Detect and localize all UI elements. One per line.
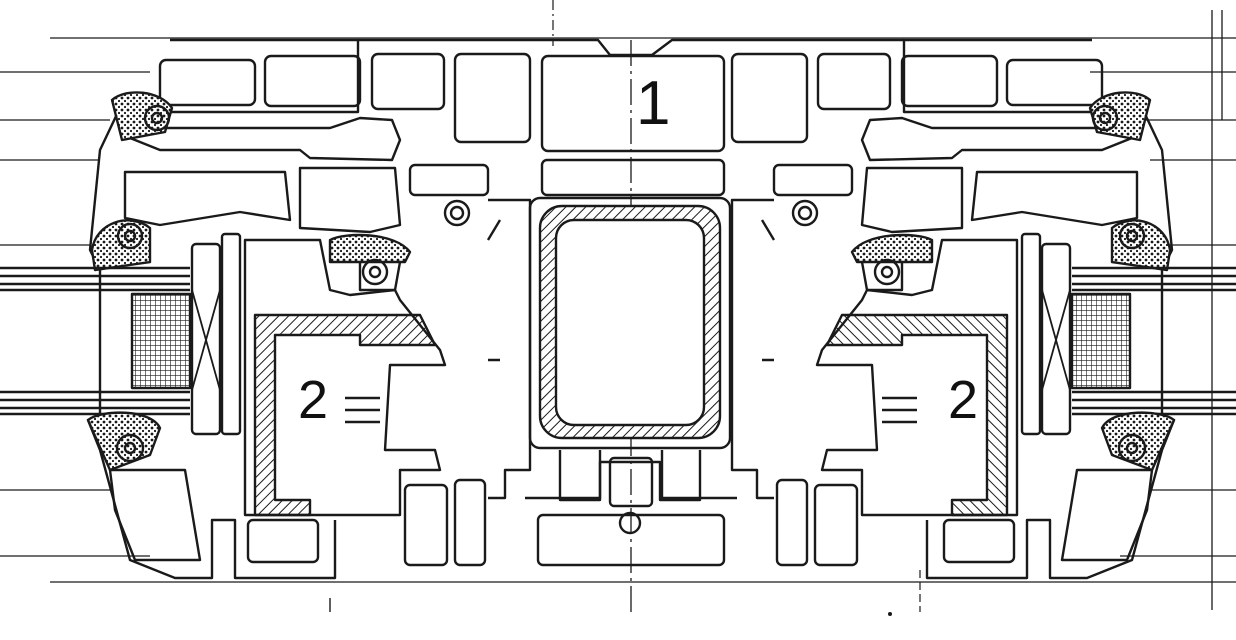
mullion-screw-port	[618, 511, 642, 535]
central-mullion	[358, 38, 904, 567]
construction-lines	[0, 10, 1236, 610]
left-sash-profile	[0, 38, 602, 580]
callout-2-right: 2	[948, 370, 978, 430]
callout-2-left: 2	[298, 370, 328, 430]
mullion-top-chamber	[540, 54, 726, 153]
mullion-bottom-chamber	[536, 513, 726, 567]
mullion-mid-chamber	[540, 158, 726, 197]
callout-1: 1	[636, 69, 670, 138]
mullion-steel-chamber	[528, 196, 732, 450]
mullion-steel-void	[554, 218, 706, 427]
right-sash-profile	[660, 38, 1236, 580]
mullion-foot-chamber	[608, 456, 654, 508]
mullion-foot	[558, 450, 702, 502]
